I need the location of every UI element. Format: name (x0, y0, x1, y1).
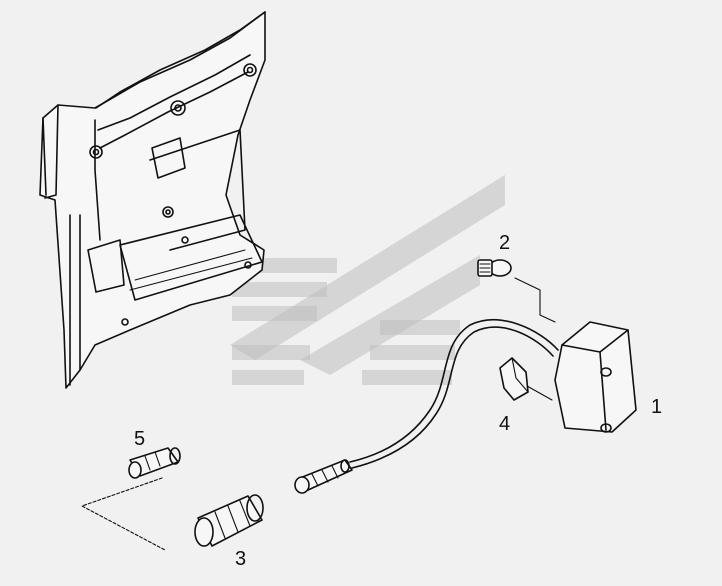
connector-housing (194, 494, 264, 547)
marker-lamp-housing (554, 321, 637, 433)
harness-connector (294, 459, 353, 494)
terminal-connector (128, 447, 181, 479)
watermark-logo (230, 175, 505, 385)
callout-2: 2 (499, 232, 510, 254)
mounting-clip (499, 357, 553, 401)
callout-4: 4 (499, 413, 510, 435)
callout-5: 5 (134, 428, 145, 450)
callout-3: 3 (235, 548, 246, 570)
leader-lines (81, 477, 166, 551)
callout-1: 1 (651, 396, 662, 418)
wiring-harness (349, 319, 559, 469)
bulb (477, 259, 556, 323)
cab-side-panel (39, 11, 266, 389)
